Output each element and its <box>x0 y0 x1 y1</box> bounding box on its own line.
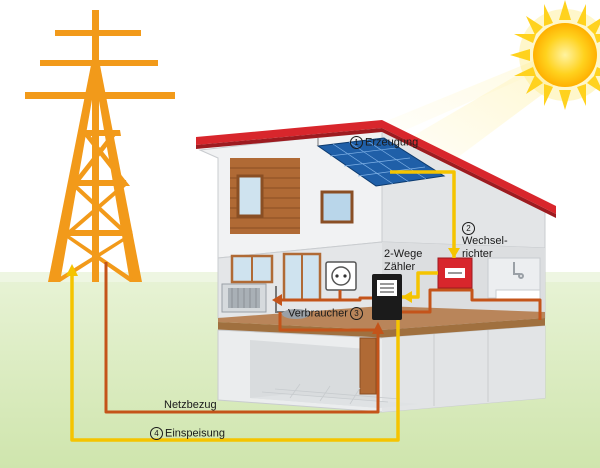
label-zaehler: 2-Wege Zähler <box>384 248 422 274</box>
step-number-1: 1 <box>350 136 363 149</box>
label-netzbezug: Netzbezug <box>164 399 217 412</box>
feed-arrow-meter <box>402 291 412 303</box>
feed-arrow-pylon <box>66 264 78 276</box>
door <box>359 337 377 395</box>
step-number-3: 3 <box>349 307 363 320</box>
window-upper-right <box>320 190 354 224</box>
inverter-icon <box>437 257 473 289</box>
shower-icon <box>513 262 524 279</box>
power-pylon-icon <box>25 10 175 282</box>
sun-icon <box>510 0 600 110</box>
window-upper-left <box>236 174 264 218</box>
socket-icon <box>325 261 357 291</box>
step-number-4: 4 <box>150 427 163 440</box>
draw-arrow-heater <box>272 294 282 306</box>
feed-in-line <box>66 170 460 442</box>
label-zaehler-line2: Zähler <box>384 261 416 273</box>
meter-icon <box>372 274 402 320</box>
label-einspeisung-text: Einspeisung <box>165 427 225 440</box>
label-wechselrichter-line2: richter <box>462 248 493 261</box>
feed-arrow-inverter <box>448 248 460 258</box>
label-netzbezug-text: Netzbezug <box>164 399 217 411</box>
heater-icon <box>221 283 267 313</box>
label-erzeugung-text: Erzeugung <box>365 136 419 149</box>
label-verbraucher-text: Verbraucher <box>288 307 348 320</box>
label-wechselrichter-line1: Wechsel- <box>462 235 508 248</box>
label-zaehler-line1: 2-Wege <box>384 248 423 260</box>
label-wechselrichter: 2 Wechsel- richter <box>462 222 508 261</box>
step-number-2: 2 <box>462 222 475 235</box>
draw-arrow-meter <box>372 322 384 334</box>
grid-draw-line <box>104 262 542 414</box>
